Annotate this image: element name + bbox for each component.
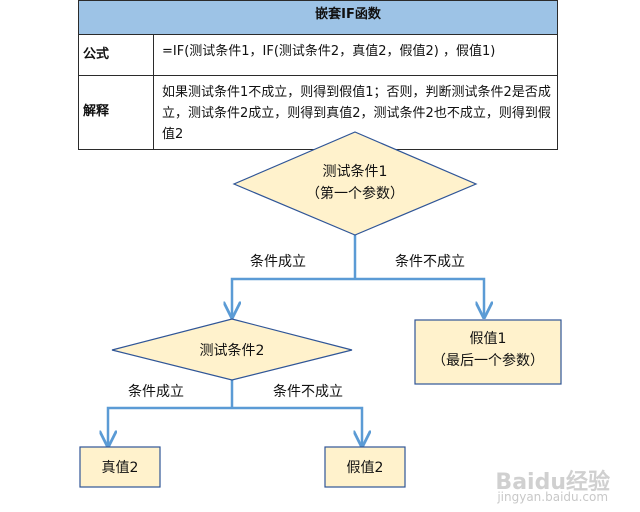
formula-row: 公式 =IF(测试条件1，IF(测试条件2，真值2，假值2) ，假值1) (78, 34, 558, 76)
branch-2-no-label: 条件不成立 (273, 383, 343, 400)
formula-value: =IF(测试条件1，IF(测试条件2，真值2，假值2) ，假值1) (153, 34, 558, 76)
table-title: 嵌套IF函数 (315, 7, 381, 22)
decision-1-label: 测试条件1 (323, 163, 388, 180)
connector-to-d2 (232, 277, 355, 317)
decision-1-sublabel: （第一个参数） (306, 185, 404, 202)
branch-1-no-label: 条件不成立 (395, 253, 465, 270)
true-value-2-box (79, 446, 161, 488)
watermark-url: jingyan.baidu.com (497, 490, 609, 504)
false-value-2-box (324, 446, 406, 488)
branch-2-yes-label: 条件成立 (128, 383, 184, 400)
connector-to-false2 (232, 406, 362, 446)
false-value-2-label: 假值2 (347, 460, 384, 476)
formula-label: 公式 (78, 34, 154, 76)
explain-label: 解释 (78, 75, 154, 150)
decision-test-condition-2 (111, 318, 353, 381)
true-value-2-label: 真值2 (102, 460, 139, 476)
watermark-brand: Baidu经验 (495, 470, 610, 495)
branch-1-yes-label: 条件成立 (250, 253, 306, 270)
table-title-cell: 嵌套IF函数 (78, 0, 558, 35)
connector-to-false1 (355, 277, 484, 317)
false-value-1-sublabel: （最后一个参数） (432, 352, 544, 369)
connector-to-true2 (108, 406, 232, 446)
false-value-1-label: 假值1 (470, 331, 507, 347)
baidu-watermark: Baidu经验 jingyan.baidu.com (495, 470, 610, 505)
decision-2-label: 测试条件2 (200, 342, 265, 359)
decision-test-condition-1 (232, 131, 478, 236)
false-value-1-box (414, 319, 562, 385)
